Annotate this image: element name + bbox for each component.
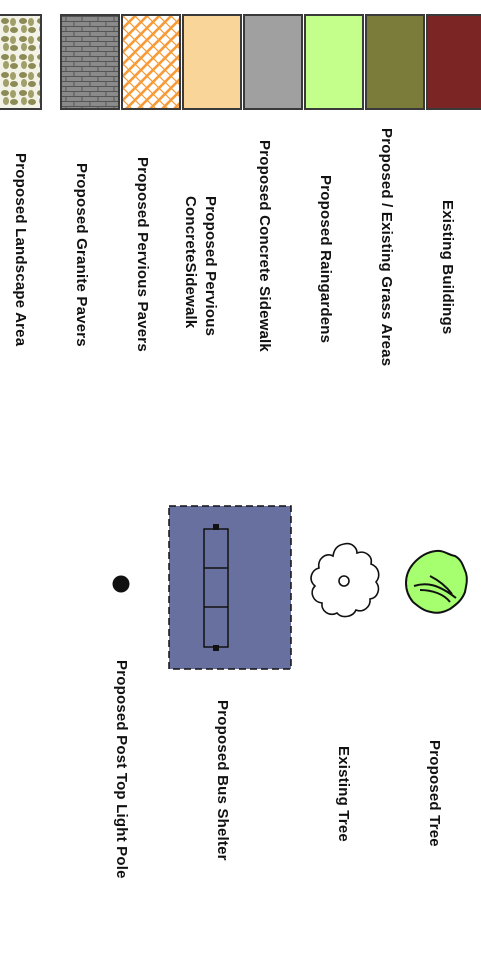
landscape-area-label: Proposed Landscape Area <box>12 153 29 347</box>
concrete-sidewalk-label: Proposed Concrete Sidewalk <box>256 140 273 352</box>
raingardens-swatch <box>304 14 364 110</box>
pervious-sidewalk-swatch <box>182 14 242 110</box>
proposed-tree-label: Proposed Tree <box>426 740 443 847</box>
light-pole-label: Proposed Post Top Light Pole <box>113 660 130 879</box>
existing-tree-label: Existing Tree <box>335 746 352 842</box>
existing-buildings-swatch <box>426 14 481 110</box>
grass-areas-label: Proposed / Existing Grass Areas <box>378 128 395 367</box>
existing-buildings-label: Existing Buildings <box>439 200 456 335</box>
bus-shelter-label: Proposed Bus Shelter <box>214 700 231 861</box>
pervious-pavers-swatch <box>121 14 181 110</box>
pervious-pavers-label: Proposed Pervious Pavers <box>134 157 151 352</box>
light-pole-dot-icon <box>112 575 130 593</box>
landscape-area-swatch <box>0 14 42 110</box>
granite-pavers-swatch <box>60 14 120 110</box>
tree-canopy-icon <box>404 549 468 614</box>
raingardens-label: Proposed Raingardens <box>317 175 334 344</box>
bus-shelter-icon <box>168 505 292 670</box>
grass-areas-swatch <box>365 14 425 110</box>
cloud-tree-icon <box>310 542 380 618</box>
pervious-sidewalk-label: Proposed Pervious ConcreteSidewalk <box>182 196 219 337</box>
granite-pavers-label: Proposed Granite Pavers <box>73 163 90 347</box>
concrete-sidewalk-swatch <box>243 14 303 110</box>
